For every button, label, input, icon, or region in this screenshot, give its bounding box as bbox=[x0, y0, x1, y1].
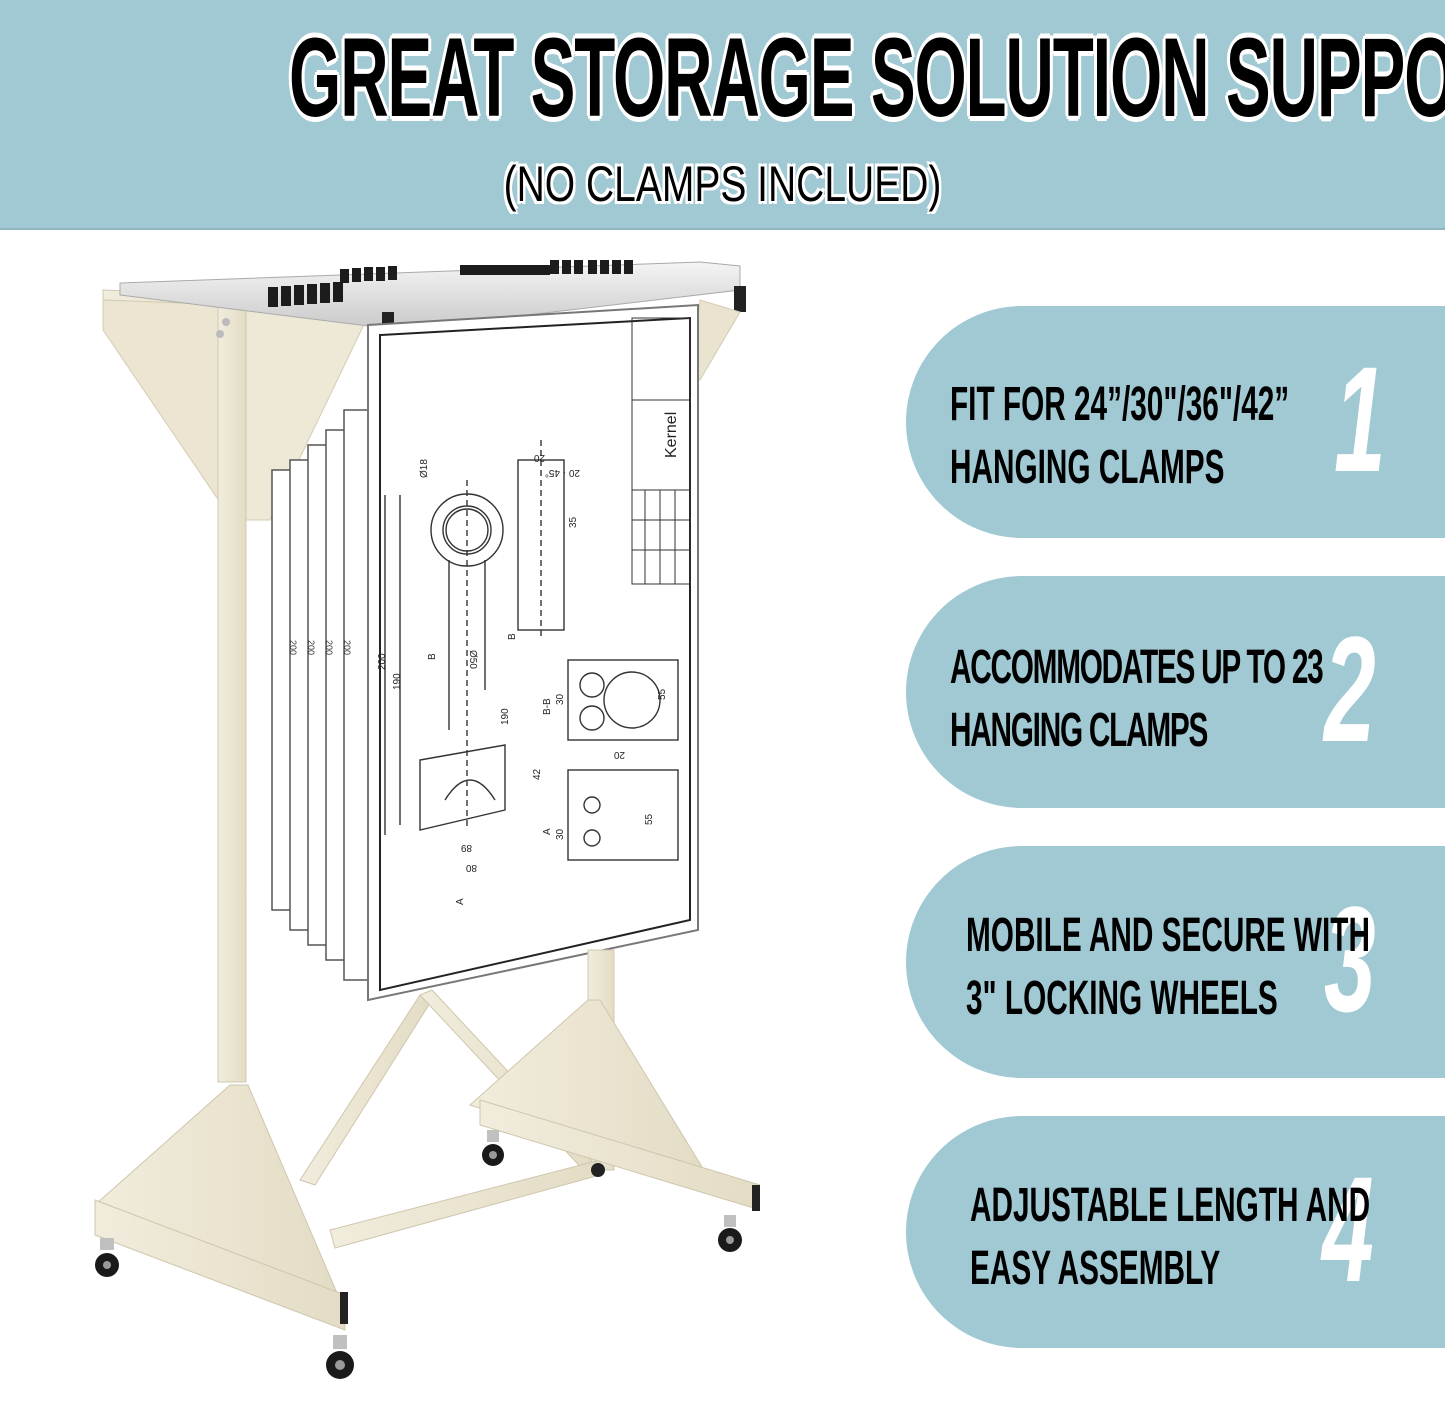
svg-text:Ø18: Ø18 bbox=[419, 459, 430, 478]
svg-text:190: 190 bbox=[392, 673, 403, 690]
product-image: 200 200 200 200 Kernel bbox=[94, 260, 760, 1379]
feature-card-1: 1 FIT FOR 24”/30"/36"/42” HANGING CLAMPS bbox=[906, 306, 1445, 538]
base-frame bbox=[94, 989, 760, 1331]
feature-number-2: 2 bbox=[1324, 605, 1376, 773]
svg-text:20: 20 bbox=[613, 749, 625, 760]
svg-text:190: 190 bbox=[500, 708, 511, 725]
top-rail bbox=[119, 260, 746, 342]
feature-number-4: 4 bbox=[1322, 1145, 1374, 1313]
svg-text:42: 42 bbox=[532, 768, 543, 780]
title-block-label: Kernel bbox=[663, 412, 680, 458]
svg-text:30: 30 bbox=[555, 693, 566, 705]
feature-1-line-2: HANGING CLAMPS bbox=[950, 441, 1225, 494]
feature-text-1: FIT FOR 24”/30"/36"/42” HANGING CLAMPS bbox=[950, 373, 1289, 499]
svg-text:80: 80 bbox=[465, 862, 477, 873]
svg-text:20 · 45°: 20 · 45° bbox=[545, 467, 580, 478]
feature-3-line-2: 3" LOCKING WHEELS bbox=[966, 972, 1278, 1025]
svg-text:B-B: B-B bbox=[542, 698, 553, 715]
svg-text:55: 55 bbox=[644, 813, 655, 825]
feature-4-line-1: ADJUSTABLE LENGTH AND bbox=[970, 1179, 1371, 1232]
svg-text:200: 200 bbox=[306, 640, 316, 655]
svg-text:35: 35 bbox=[568, 516, 579, 528]
front-drawing-sheet: Kernel Ø18 20 20 · 45° 35 200 bbox=[367, 303, 699, 1002]
svg-text:200: 200 bbox=[288, 640, 298, 655]
feature-4-line-2: EASY ASSEMBLY bbox=[970, 1242, 1221, 1295]
banner-subtitle: (NO CLAMPS INCLUED) bbox=[503, 156, 942, 212]
feature-2-line-2: HANGING CLAMPS bbox=[950, 704, 1208, 757]
wheels bbox=[95, 1130, 742, 1379]
feature-card-2: 2 ACCOMMODATES UP TO 23 HANGING CLAMPS bbox=[906, 576, 1445, 808]
header-banner: GREAT STORAGE SOLUTION SUPPORT (NO CLAMP… bbox=[0, 0, 1445, 230]
svg-text:A: A bbox=[542, 828, 553, 835]
svg-text:30: 30 bbox=[555, 828, 566, 840]
feature-text-3: MOBILE AND SECURE WITH 3" LOCKING WHEELS bbox=[966, 904, 1370, 1030]
svg-text:A: A bbox=[455, 898, 466, 905]
svg-text:20: 20 bbox=[533, 452, 545, 463]
feature-text-4: ADJUSTABLE LENGTH AND EASY ASSEMBLY bbox=[970, 1174, 1370, 1300]
feature-card-3: 3 MOBILE AND SECURE WITH 3" LOCKING WHEE… bbox=[906, 846, 1445, 1078]
svg-text:89: 89 bbox=[460, 842, 472, 853]
svg-text:55: 55 bbox=[657, 688, 668, 700]
feature-2-line-1: ACCOMMODATES UP TO 23 bbox=[950, 641, 1324, 694]
svg-text:B: B bbox=[507, 633, 518, 640]
svg-text:B: B bbox=[427, 653, 438, 660]
feature-1-line-1: FIT FOR 24”/30"/36"/42” bbox=[950, 378, 1290, 431]
feature-number-3: 3 bbox=[1324, 875, 1376, 1043]
feature-text-2: ACCOMMODATES UP TO 23 HANGING CLAMPS bbox=[950, 636, 1324, 762]
svg-text:200: 200 bbox=[324, 640, 334, 655]
banner-title: GREAT STORAGE SOLUTION SUPPORT bbox=[288, 15, 1445, 140]
feature-card-4: 4 ADJUSTABLE LENGTH AND EASY ASSEMBLY bbox=[906, 1116, 1445, 1348]
svg-text:200: 200 bbox=[342, 640, 352, 655]
svg-text:Ø50: Ø50 bbox=[467, 650, 478, 669]
feature-3-line-1: MOBILE AND SECURE WITH bbox=[966, 909, 1370, 962]
svg-text:200: 200 bbox=[377, 653, 388, 670]
feature-number-1: 1 bbox=[1334, 335, 1386, 503]
left-top-bracket bbox=[102, 289, 371, 1083]
